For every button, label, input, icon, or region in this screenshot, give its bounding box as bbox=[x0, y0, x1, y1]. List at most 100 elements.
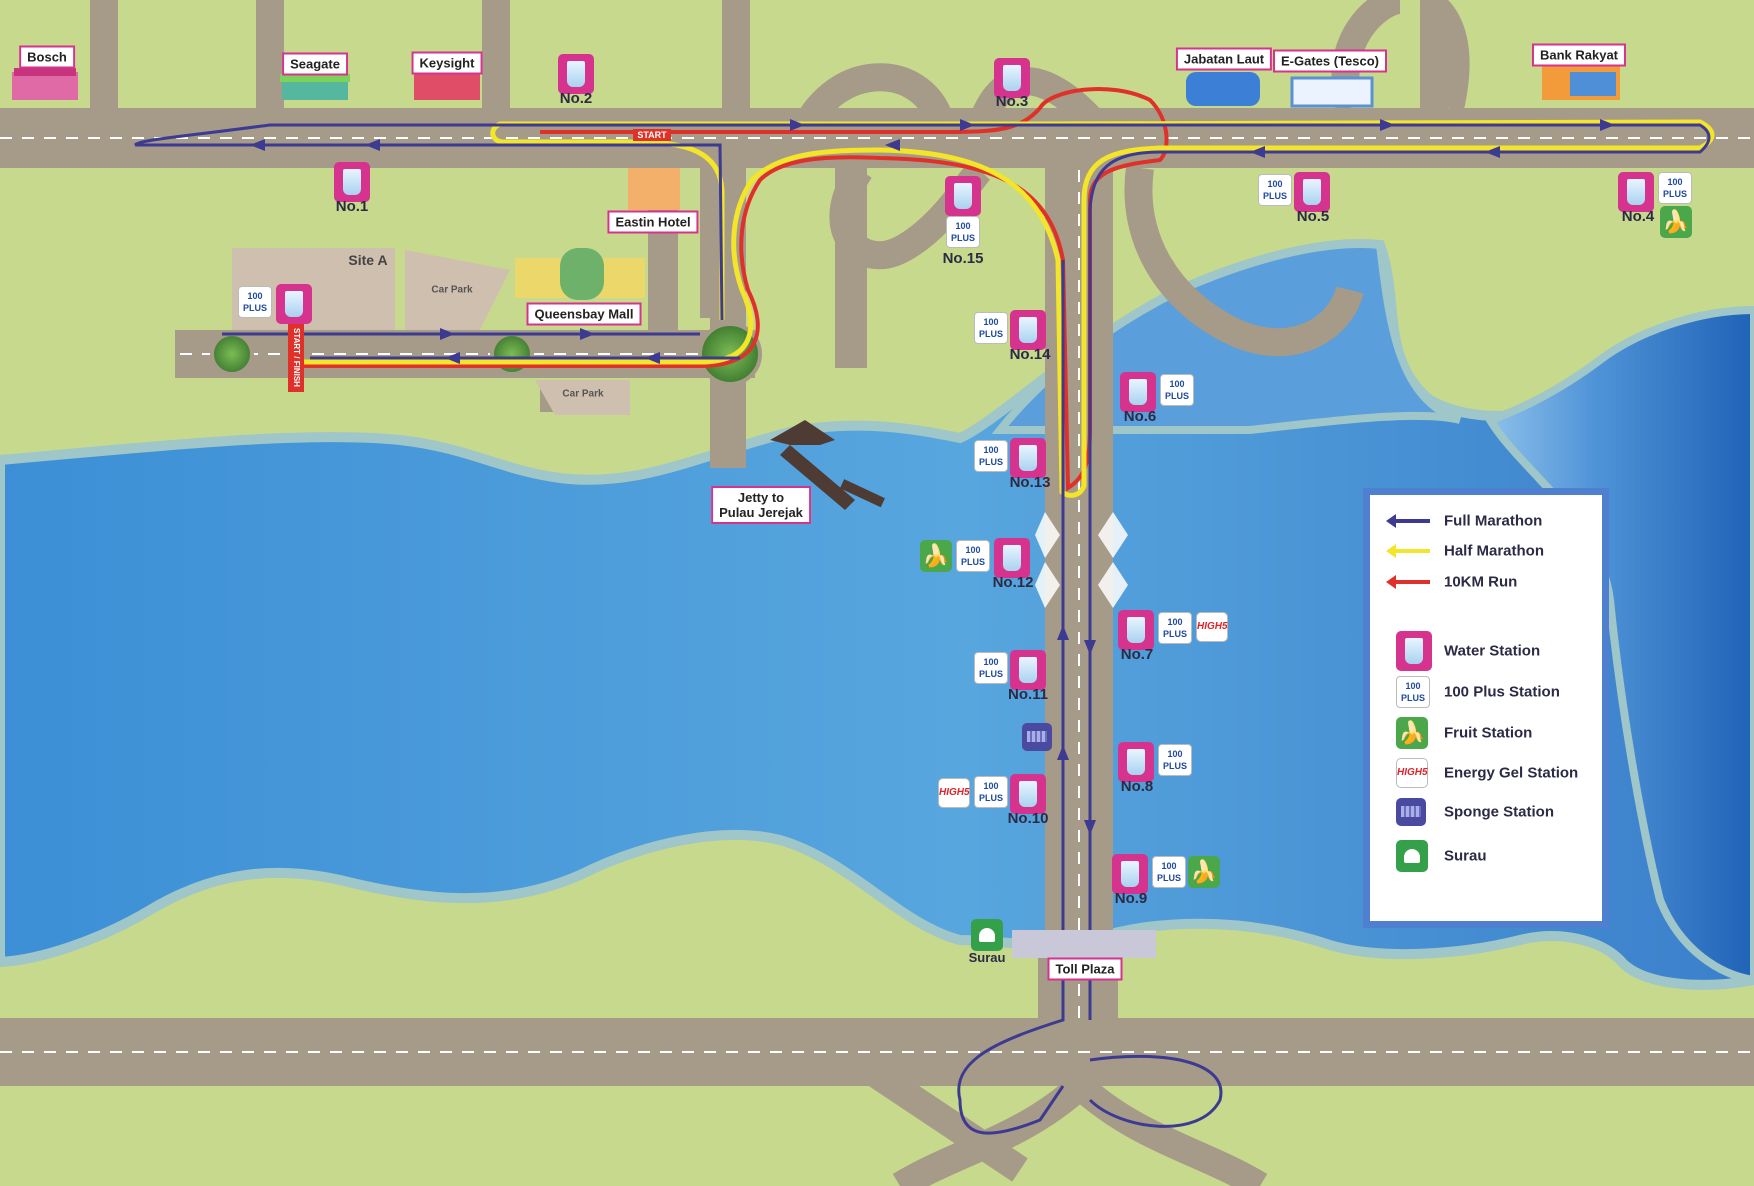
legend-label: 100 Plus Station bbox=[1444, 683, 1560, 701]
station-label: No.6 bbox=[1123, 408, 1157, 425]
legend-label: Full Marathon bbox=[1444, 512, 1543, 530]
legend-label: Fruit Station bbox=[1444, 724, 1533, 742]
legend-item-fruit-station: 🍌 Fruit Station bbox=[1370, 715, 1600, 751]
station-label: No.1 bbox=[335, 198, 369, 215]
e-gates-building bbox=[1290, 76, 1374, 108]
water-icon bbox=[994, 58, 1030, 98]
route-arrows bbox=[250, 119, 1615, 835]
fruit-icon: 🍌 bbox=[1660, 206, 1692, 238]
plus-icon: 100 PLUS bbox=[1658, 172, 1692, 204]
car-park-label-2: Car Park bbox=[562, 388, 604, 400]
water-icon bbox=[558, 54, 594, 94]
gel-icon: HIGH5 bbox=[1196, 612, 1228, 642]
start-station-water-icon bbox=[276, 284, 312, 324]
car-park-lot-1 bbox=[405, 250, 510, 330]
legend-item-10km-run: 10KM Run bbox=[1370, 566, 1600, 598]
route-10km bbox=[300, 87, 1169, 492]
e-gates-label: E-Gates (Tesco) bbox=[1272, 49, 1388, 73]
surau-label: Surau bbox=[968, 950, 1006, 965]
legend-item-energy-gel-station: HIGH5 Energy Gel Station bbox=[1370, 757, 1600, 789]
gel-icon: HIGH5 bbox=[1396, 758, 1428, 788]
station-label: No.4 bbox=[1621, 208, 1655, 225]
seagate-building bbox=[282, 80, 348, 100]
full-marathon-arrow-icon bbox=[1386, 514, 1430, 528]
water-icon bbox=[1010, 774, 1046, 814]
plus-icon: 100 PLUS bbox=[1152, 856, 1186, 888]
water-icon bbox=[1118, 610, 1154, 650]
station-label: No.12 bbox=[992, 574, 1034, 591]
station-label: No.8 bbox=[1120, 778, 1154, 795]
water-icon bbox=[1010, 650, 1046, 690]
station-label: No.3 bbox=[995, 93, 1029, 110]
legend-item-half-marathon: Half Marathon bbox=[1370, 535, 1600, 567]
gel-icon: HIGH5 bbox=[938, 778, 970, 808]
jetty bbox=[770, 420, 885, 510]
station-label: No.9 bbox=[1114, 890, 1148, 907]
start-finish-marker: START / FINISH bbox=[288, 322, 304, 392]
plus-icon: 100 PLUS bbox=[946, 216, 980, 248]
legend-item-full-marathon: Full Marathon bbox=[1370, 505, 1600, 537]
water-icon bbox=[1112, 854, 1148, 894]
plus-icon: 100 PLUS bbox=[1258, 174, 1292, 206]
legend-item-surau: Surau bbox=[1370, 837, 1600, 875]
route-full-marathon bbox=[133, 123, 1711, 1135]
station-label: No.13 bbox=[1009, 474, 1051, 491]
water-icon bbox=[1294, 172, 1330, 212]
toll-plaza-label: Toll Plaza bbox=[1047, 957, 1123, 981]
roundabout-3 bbox=[698, 322, 762, 386]
water-icon bbox=[945, 176, 981, 216]
legend-label: Energy Gel Station bbox=[1444, 764, 1579, 782]
water-icon bbox=[1010, 310, 1046, 350]
plus-icon: 100 PLUS bbox=[1160, 374, 1194, 406]
legend-item-sponge-station: Sponge Station bbox=[1370, 795, 1600, 829]
surau-icon bbox=[1396, 840, 1428, 872]
bosch-building bbox=[12, 72, 78, 100]
plus-icon: 100 PLUS bbox=[1158, 744, 1192, 776]
toll-plaza-booths bbox=[1012, 930, 1156, 958]
jabatan-laut-label: Jabatan Laut bbox=[1175, 47, 1273, 71]
seagate-label: Seagate bbox=[282, 52, 348, 76]
station-label: No.11 bbox=[1007, 686, 1049, 703]
buildings bbox=[12, 66, 1620, 958]
station-label: No.5 bbox=[1296, 208, 1330, 225]
legend-panel: Full Marathon Half Marathon 10KM Run Wat… bbox=[1370, 495, 1602, 921]
keysight-label: Keysight bbox=[411, 51, 483, 75]
water-icon bbox=[334, 162, 370, 202]
water-icon bbox=[1118, 742, 1154, 782]
queensbay-mall-label: Queensbay Mall bbox=[526, 302, 642, 326]
site-a-label: Site A bbox=[348, 252, 388, 268]
water-icon bbox=[1396, 631, 1432, 671]
water-icon bbox=[1618, 172, 1654, 212]
legend-label: Water Station bbox=[1444, 642, 1541, 660]
plus-icon: 100 PLUS bbox=[1158, 612, 1192, 644]
plus-icon: 100 PLUS bbox=[974, 312, 1008, 344]
plus-icon: 100 PLUS bbox=[974, 776, 1008, 808]
eastin-hotel-label: Eastin Hotel bbox=[607, 210, 699, 234]
half-marathon-arrow-icon bbox=[1386, 544, 1430, 558]
plus-icon: 100 PLUS bbox=[1396, 676, 1430, 708]
station-label: No.14 bbox=[1009, 346, 1051, 363]
bridge-structure bbox=[1035, 512, 1128, 608]
bank-rakyat-label: Bank Rakyat bbox=[1531, 43, 1627, 67]
sponge-icon bbox=[1396, 798, 1426, 826]
fruit-icon: 🍌 bbox=[1188, 856, 1220, 888]
surau-icon bbox=[971, 919, 1003, 951]
legend-label: Half Marathon bbox=[1444, 542, 1545, 560]
keysight-building bbox=[414, 74, 480, 100]
station-label: No.2 bbox=[559, 90, 593, 107]
plus-icon: 100 PLUS bbox=[956, 540, 990, 572]
site-a-lot bbox=[232, 248, 395, 330]
legend-item-plus-station: 100 PLUS 100 Plus Station bbox=[1370, 675, 1600, 709]
legend-item-water-station: Water Station bbox=[1370, 629, 1600, 673]
lane-markings bbox=[0, 137, 1754, 1053]
eastin-hotel-building bbox=[628, 168, 680, 210]
10km-run-arrow-icon bbox=[1386, 575, 1430, 589]
station-label: No.7 bbox=[1120, 646, 1154, 663]
plus-icon: 100 PLUS bbox=[974, 440, 1008, 472]
start-marker: START bbox=[633, 129, 671, 141]
legend-label: Sponge Station bbox=[1444, 803, 1554, 821]
jabatan-laut-building bbox=[1186, 72, 1260, 106]
jetty-label: Jetty to Pulau Jerejak bbox=[711, 486, 811, 524]
